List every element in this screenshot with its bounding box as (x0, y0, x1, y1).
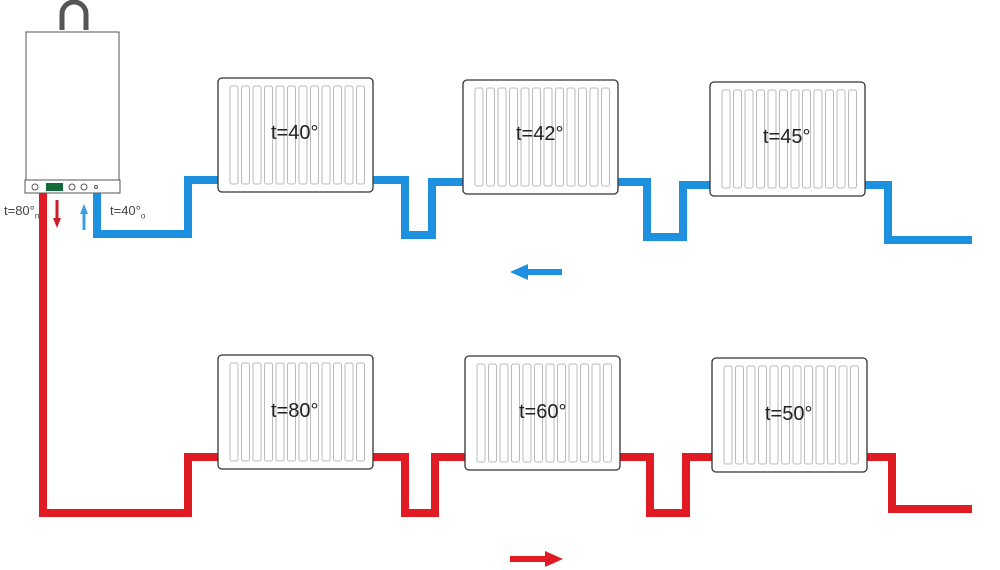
radiator-fin (298, 85, 308, 185)
radiator-fin (566, 87, 576, 187)
radiator-fin (825, 89, 834, 189)
radiator-fin (252, 362, 262, 462)
boiler-dial-icon (80, 183, 88, 191)
radiator-fin (287, 362, 296, 462)
radiator-fin (321, 85, 331, 185)
radiator-fin (252, 85, 262, 185)
radiator-fin (275, 85, 285, 185)
radiator-fin (836, 89, 846, 189)
boiler (24, 0, 121, 194)
radiator-fin (333, 362, 342, 462)
radiator-fin (476, 363, 486, 463)
radiator-fin (733, 89, 742, 189)
radiator-fin (511, 363, 520, 463)
flow-arrows (53, 200, 563, 567)
boiler-led-icon (94, 185, 98, 189)
radiator-fin (229, 362, 239, 462)
radiator (462, 79, 619, 195)
radiator-fin (557, 363, 566, 463)
radiator-fin (813, 89, 823, 189)
radiator-fin (769, 365, 779, 465)
radiator-fin (534, 363, 543, 463)
radiator-fin (543, 87, 553, 187)
boiler-knob-icon (31, 183, 39, 191)
radiator-fin (792, 365, 802, 465)
radiator-fin (721, 89, 731, 189)
radiator-fin (848, 89, 857, 189)
radiator-fin (578, 87, 587, 187)
radiator-fin (241, 362, 250, 462)
radiator-fin (580, 363, 589, 463)
radiator-fin (790, 89, 800, 189)
radiator-fin (499, 363, 509, 463)
radiator-temp-label: t=42° (516, 123, 564, 145)
radiator-fin (241, 85, 250, 185)
radiator-fin (545, 363, 555, 463)
radiator-fin (591, 363, 601, 463)
radiator-fin (735, 365, 744, 465)
radiator-fin (321, 362, 331, 462)
radiator-fin (758, 365, 767, 465)
radiator-fin (779, 89, 788, 189)
radiator-fin (344, 362, 354, 462)
supply-temp-label: t=80°п (4, 203, 40, 221)
radiator-fin (474, 87, 484, 187)
radiator-fin (804, 365, 813, 465)
supply-pipe (39, 193, 972, 517)
radiator-fin (344, 85, 354, 185)
radiator (464, 355, 621, 471)
radiator-fin (298, 362, 308, 462)
radiator-fin (838, 365, 848, 465)
radiator-fin (781, 365, 790, 465)
radiator-fin (264, 85, 273, 185)
boiler-flue (59, 0, 89, 30)
radiator-temp-label: t=60° (519, 401, 567, 423)
radiator-fin (520, 87, 530, 187)
radiator-fin (509, 87, 518, 187)
radiator (709, 81, 866, 197)
radiator-fin (723, 365, 733, 465)
radiator-temp-label: t=40° (271, 122, 319, 144)
radiator-fin (815, 365, 825, 465)
radiator-fin (850, 365, 859, 465)
radiator-fin (333, 85, 342, 185)
radiator-fin (356, 362, 365, 462)
radiator-fin (264, 362, 273, 462)
radiator (217, 77, 374, 193)
radiator-fin (532, 87, 541, 187)
radiator-fin (356, 85, 365, 185)
radiator-temp-label: t=50° (765, 403, 813, 425)
radiator-fin (310, 362, 319, 462)
radiator (711, 357, 868, 473)
radiator-fin (486, 87, 495, 187)
radiator-fin (589, 87, 599, 187)
radiator-fin (488, 363, 497, 463)
radiator-fin (802, 89, 811, 189)
radiator-fin (603, 363, 612, 463)
radiator (217, 354, 374, 470)
return-pipe (93, 176, 972, 244)
boiler-dial-icon (68, 183, 76, 191)
return-temp-label: t=40°о (110, 203, 146, 221)
radiator-fin (767, 89, 777, 189)
radiator-fin (746, 365, 756, 465)
radiator-fin (744, 89, 754, 189)
boiler-display (46, 183, 63, 191)
radiator-fin (568, 363, 578, 463)
radiator-fin (275, 362, 285, 462)
radiator-fin (555, 87, 564, 187)
radiator-fin (229, 85, 239, 185)
radiator-fin (827, 365, 836, 465)
radiator-fin (287, 85, 296, 185)
radiator-fin (756, 89, 765, 189)
radiator-fin (522, 363, 532, 463)
radiator-temp-label: t=80° (271, 400, 319, 422)
radiator-fin (497, 87, 507, 187)
radiator-fin (310, 85, 319, 185)
radiator-fin (601, 87, 610, 187)
radiator-temp-label: t=45° (763, 126, 811, 148)
